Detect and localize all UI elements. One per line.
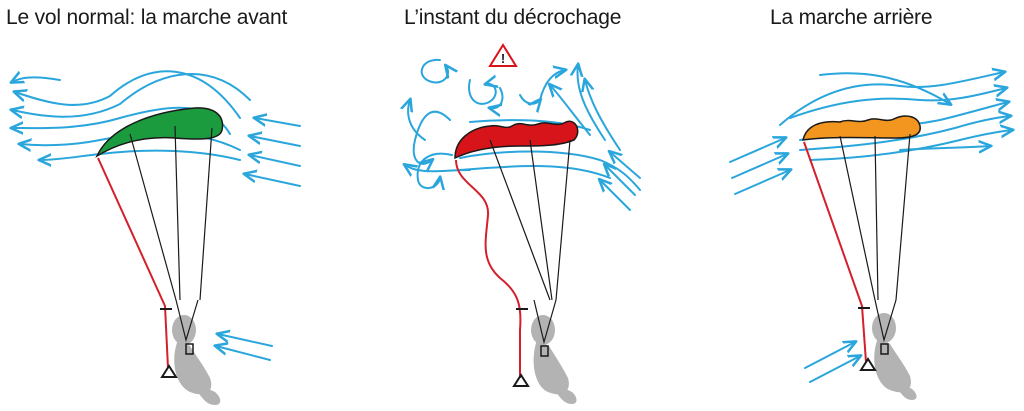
panel-title-backward: La marche arrière: [770, 6, 933, 29]
turbulent-airflow: [405, 58, 641, 211]
brake-line: [97, 157, 169, 369]
suspension-lines: [489, 139, 571, 301]
pilot: [160, 299, 221, 405]
wing-backward: [802, 115, 921, 141]
panel-backward: [729, 72, 1012, 400]
panel-title-normal-flight: Le vol normal: la marche avant: [6, 6, 288, 29]
suspension-lines: [129, 125, 213, 301]
wing-normal: [95, 107, 224, 158]
suspension-lines: [839, 133, 911, 301]
warning-glyph: !: [501, 51, 505, 66]
brake-line: [455, 159, 522, 378]
panel-stall: !: [405, 43, 641, 404]
brake-line: [803, 141, 867, 363]
wing-stall: [454, 120, 579, 160]
pilot: [858, 299, 917, 400]
pilot: [512, 299, 577, 404]
panel-title-stall: L’instant du décrochage: [404, 6, 622, 29]
warning-triangle-icon: !: [488, 43, 518, 67]
panel-normal-flight: [12, 70, 301, 405]
